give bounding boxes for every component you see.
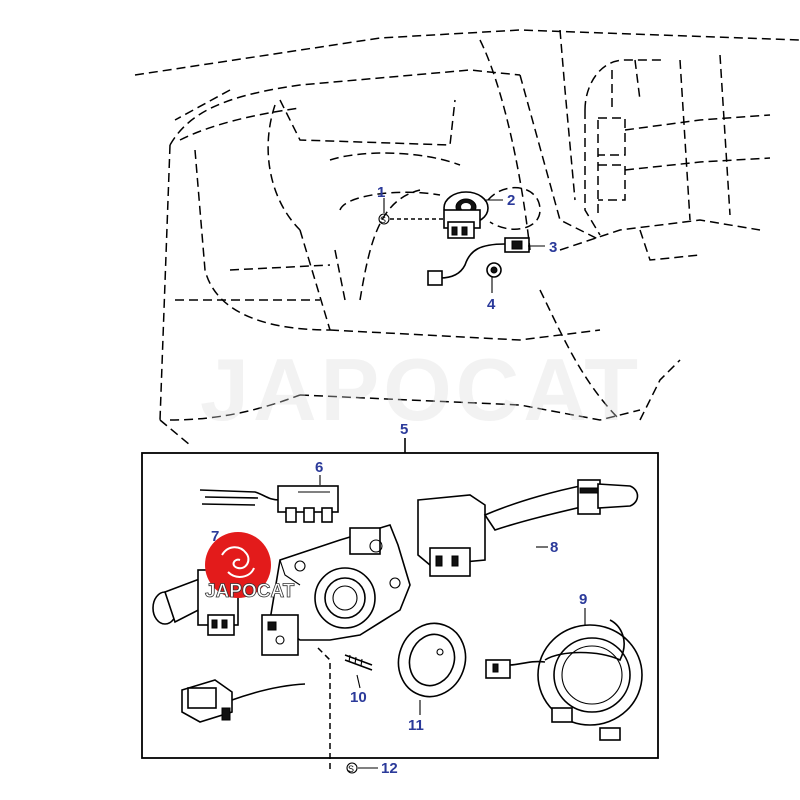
harness-connector [181,679,306,723]
callout-10: 10 [350,689,367,706]
callout-6: 6 [315,459,323,476]
part-11-ring [397,622,467,698]
callout-4: 4 [487,296,496,313]
callout-11: 11 [408,717,424,734]
callout-3: 3 [549,239,557,256]
watermark: JAPOCAT [200,340,642,439]
callout-1: 1 [377,184,385,201]
callout-8: 8 [550,539,558,556]
part-6-module [199,485,339,523]
callout-9: 9 [579,591,587,608]
japocat-logo: JAPOCAT [205,532,295,602]
callout-5: 5 [400,421,408,438]
callout-7: 7 [211,528,219,545]
logo-text: JAPOCAT [205,581,295,602]
part-8-lever [417,479,639,577]
component-box [141,438,659,759]
s-marker-lower: S [348,764,354,774]
combination-switch-body [261,524,411,770]
part-10-screw [344,654,373,671]
callout-12: 12 [381,760,398,777]
callout-2: 2 [507,192,515,209]
dashboard-outline [134,29,800,446]
ignition-switch-assembly: S [378,186,541,286]
part-9-spiral-cable [485,619,643,741]
s-marker-upper: S [380,215,386,225]
